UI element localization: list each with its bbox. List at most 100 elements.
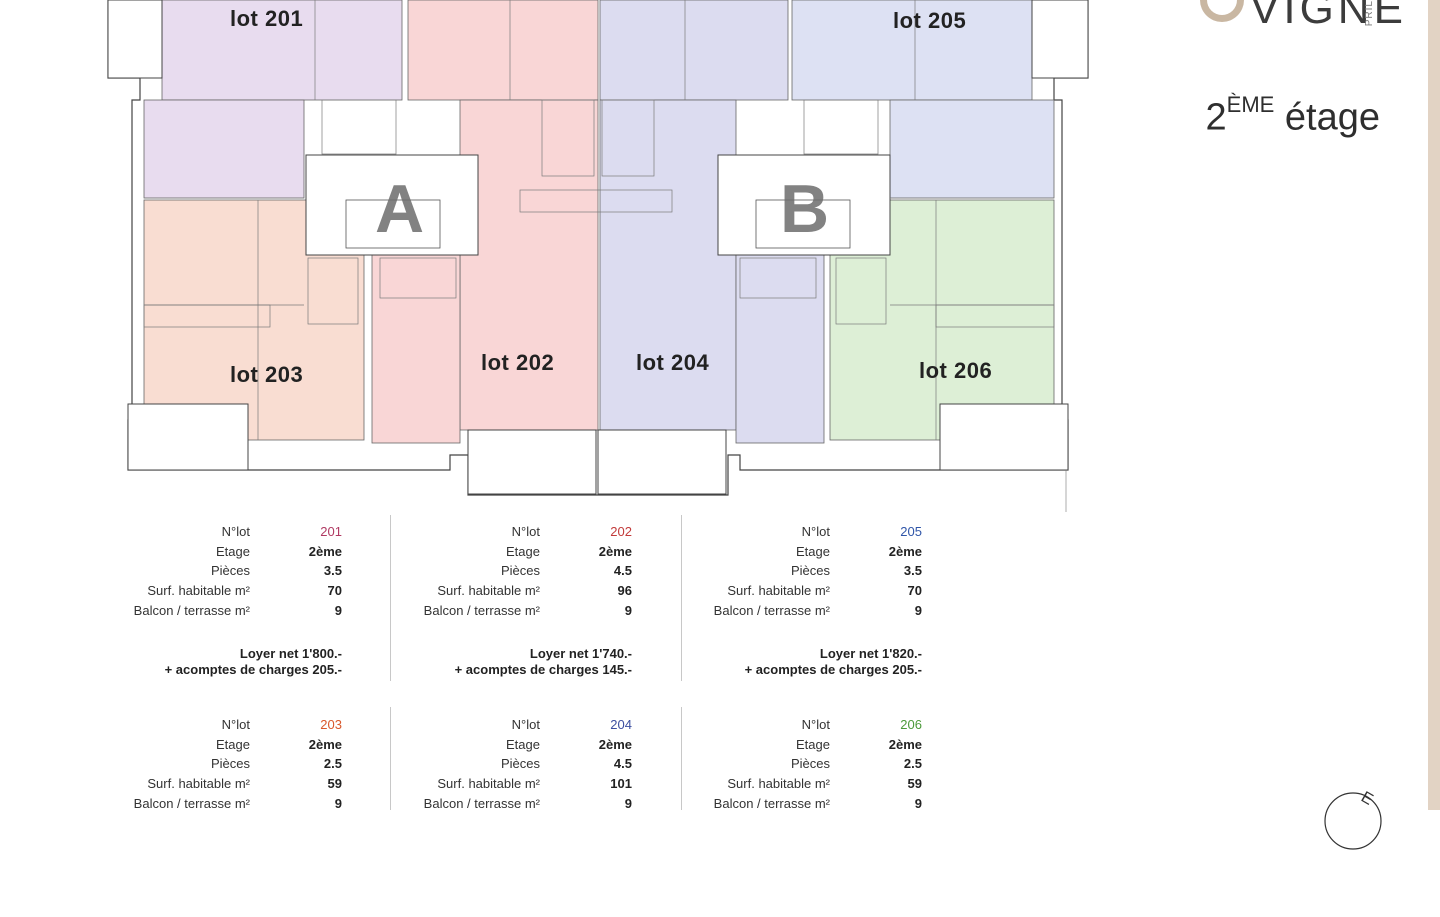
lot-204-area	[599, 99, 737, 431]
row-label-lot: N°lot	[221, 717, 250, 732]
lot-card-row-surface: Surf. habitable m² 59	[680, 776, 970, 796]
row-value-lot: 205	[900, 524, 922, 539]
row-label-balcon: Balcon / terrasse m²	[423, 602, 540, 618]
row-value-etage: 2ème	[308, 736, 342, 752]
brand-name: VIGNE	[1250, 0, 1407, 33]
lot-card-row-etage: Etage 2ème	[390, 544, 680, 564]
row-label-balcon: Balcon / terrasse m²	[133, 795, 250, 811]
lot-label-202: lot 202	[481, 350, 555, 375]
stair-core-b	[717, 154, 891, 256]
row-value-balcon: 9	[914, 795, 922, 811]
floor-ordinal: 2	[1205, 96, 1227, 139]
floor-word: étage	[1284, 96, 1380, 139]
row-label-etage: Etage	[216, 736, 250, 752]
lot-202-area	[459, 99, 599, 431]
lot-204-area-right	[735, 254, 825, 444]
row-label-balcon: Balcon / terrasse m²	[713, 602, 830, 618]
lot-205-area	[791, 0, 1033, 101]
row-label-surface: Surf. habitable m²	[727, 776, 830, 792]
row-label-etage: Etage	[506, 736, 540, 752]
row-label-lot: N°lot	[511, 524, 540, 539]
rent-info: Loyer net 1'740.-+ acomptes de charges 1…	[455, 646, 632, 678]
svg-text:E: E	[1358, 789, 1376, 809]
lot-card-row-balcon: Balcon / terrasse m² 9	[680, 796, 970, 816]
row-label-balcon: Balcon / terrasse m²	[713, 795, 830, 811]
row-label-etage: Etage	[796, 736, 830, 752]
row-value-surface: 59	[907, 776, 922, 792]
lot-card-row-balcon: Balcon / terrasse m² 9	[680, 603, 970, 623]
lot-label-203: lot 203	[230, 362, 304, 387]
rent-charges: + acomptes de charges 145.-	[454, 662, 632, 677]
balcony-205	[1031, 0, 1089, 79]
row-label-etage: Etage	[796, 543, 830, 559]
row-label-etage: Etage	[506, 543, 540, 559]
row-value-surface: 70	[907, 583, 922, 599]
lot-card-row-surface: Surf. habitable m² 96	[390, 583, 680, 603]
row-value-surface: 96	[617, 583, 632, 599]
floor-plan: lot 201 lot 205 lot 203 lot 202 lot 204 …	[100, 0, 1100, 515]
row-value-pieces: 2.5	[903, 756, 922, 772]
side-strip	[1428, 0, 1440, 810]
row-value-etage: 2ème	[308, 543, 342, 559]
row-value-balcon: 9	[334, 602, 342, 618]
row-label-surface: Surf. habitable m²	[437, 776, 540, 792]
row-value-lot: 204	[610, 717, 632, 732]
brand-logo-mark	[1200, 0, 1244, 22]
lot-202-area-left	[371, 254, 461, 444]
row-value-pieces: 4.5	[613, 756, 632, 772]
row-value-pieces: 3.5	[323, 563, 342, 579]
row-label-etage: Etage	[216, 543, 250, 559]
lot-card-row-lot: N°lot 206	[680, 717, 970, 737]
lot-202-area-top	[407, 0, 599, 101]
column-divider	[681, 707, 682, 810]
row-label-surface: Surf. habitable m²	[147, 776, 250, 792]
row-value-surface: 101	[610, 776, 632, 792]
lot-201-area-lower	[143, 99, 305, 199]
balcony-203	[127, 403, 249, 471]
row-value-etage: 2ème	[888, 543, 922, 559]
row-label-surface: Surf. habitable m²	[437, 583, 540, 599]
row-label-lot: N°lot	[801, 717, 830, 732]
row-value-balcon: 9	[914, 602, 922, 618]
lot-201-area	[161, 0, 403, 101]
lot-card-row-lot: N°lot 204	[390, 717, 680, 737]
rent-net: Loyer net 1'820.-	[819, 646, 922, 661]
row-label-pieces: Pièces	[500, 756, 540, 772]
lot-card-row-surface: Surf. habitable m² 59	[100, 776, 390, 796]
column-divider	[681, 515, 682, 681]
row-label-lot: N°lot	[221, 524, 250, 539]
floor-title: 2ÈME étage	[1205, 92, 1380, 140]
row-label-pieces: Pièces	[210, 563, 250, 579]
row-value-surface: 59	[327, 776, 342, 792]
row-value-pieces: 4.5	[613, 563, 632, 579]
row-value-balcon: 9	[624, 602, 632, 618]
row-value-etage: 2ème	[598, 543, 632, 559]
lot-label-204: lot 204	[636, 350, 710, 375]
lot-label-201: lot 201	[230, 6, 304, 31]
lot-label-205: lot 205	[893, 8, 967, 33]
row-label-lot: N°lot	[511, 717, 540, 732]
row-value-lot: 206	[900, 717, 922, 732]
rent-charges: + acomptes de charges 205.-	[744, 662, 922, 677]
rent-info: Loyer net 1'820.-+ acomptes de charges 2…	[745, 646, 922, 678]
lot-205-area-lower	[889, 99, 1055, 199]
balcony-204	[597, 429, 727, 495]
lot-card-row-etage: Etage 2ème	[100, 737, 390, 757]
